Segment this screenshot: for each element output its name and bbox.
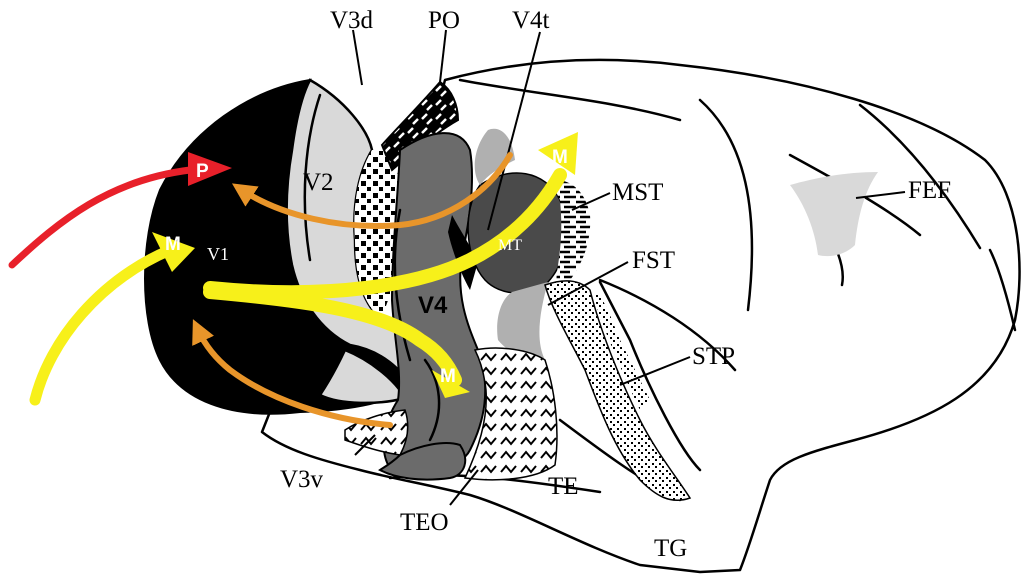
label-v3d: V3d <box>330 7 374 34</box>
p-marker-label: P <box>196 161 209 182</box>
label-v3v: V3v <box>280 466 324 493</box>
label-v4t: V4t <box>512 7 550 34</box>
label-v4: V4 <box>418 292 448 319</box>
label-teo: TEO <box>400 509 449 536</box>
label-po: PO <box>428 7 460 34</box>
label-v1: V1 <box>207 244 229 264</box>
label-tg: TG <box>654 535 687 562</box>
fef-region <box>790 172 878 256</box>
m-marker-v4-label: M <box>440 366 456 387</box>
label-fst: FST <box>632 247 675 274</box>
m-marker-v1-label: M <box>165 234 181 255</box>
v3v-region <box>345 410 408 455</box>
label-mst: MST <box>612 179 663 206</box>
label-v2: V2 <box>303 169 334 196</box>
label-mt: MT <box>498 237 522 254</box>
label-te: TE <box>548 473 579 500</box>
label-fef: FEF <box>908 177 951 204</box>
label-stp: STP <box>692 343 735 370</box>
m-marker-mt-label: M <box>552 147 568 168</box>
